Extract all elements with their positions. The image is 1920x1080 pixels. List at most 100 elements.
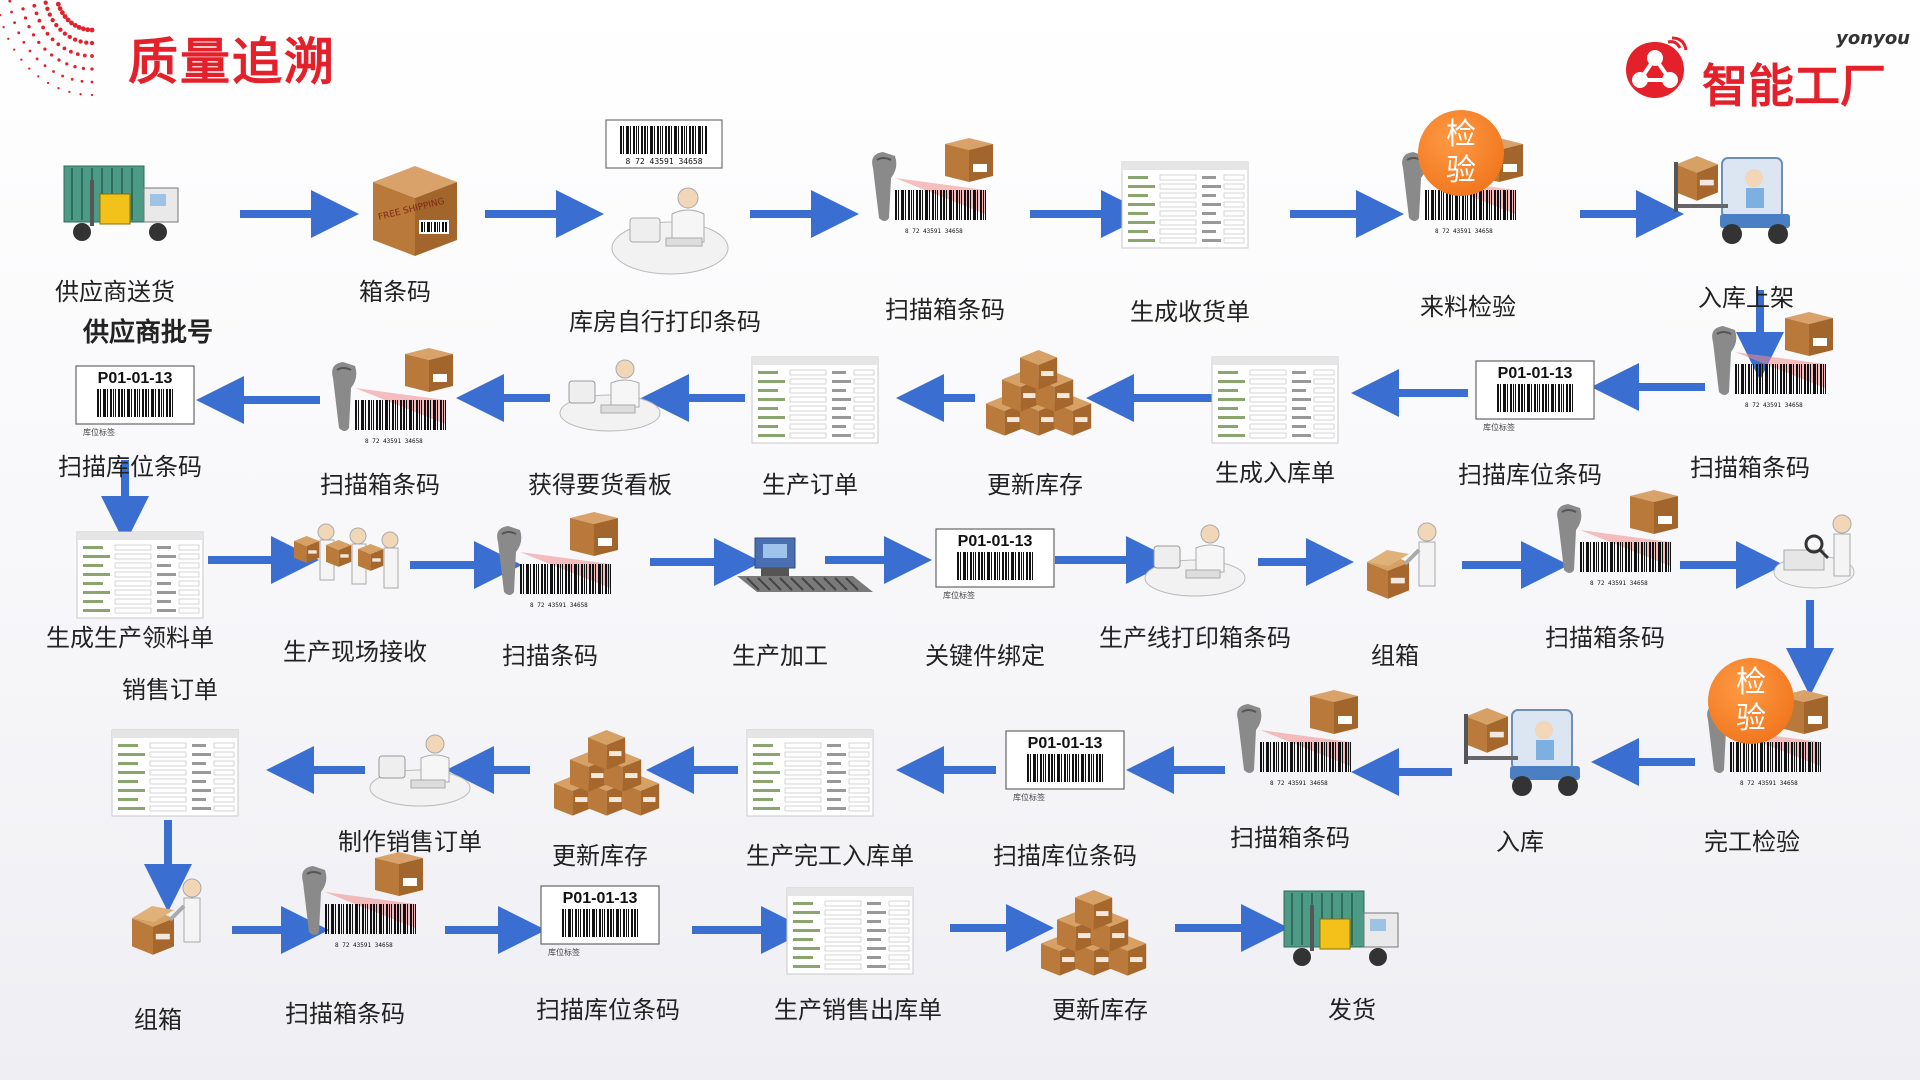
flow-step-label: 扫描箱条码 [1545,624,1665,652]
document-form-icon [745,728,875,822]
flow-step-label: 来料检验 [1420,293,1516,321]
svg-text:8 72 43591 34658: 8 72 43591 34658 [365,438,423,445]
brand-logo: yonyou 智能工厂 [1610,22,1910,113]
flow-step-label: 扫描库位条码 [536,996,680,1024]
flow-step-label: 更新库存 [1052,996,1148,1024]
workstation-icon [1140,520,1250,604]
flow-step-label: 生产加工 [732,642,828,670]
workstation-icon [555,355,665,439]
flow-step-label: 生产线打印箱条码 [1099,624,1291,652]
brand-small-text: yonyou [1836,28,1910,49]
svg-text:8 72 43591 34658: 8 72 43591 34658 [1435,228,1493,235]
inspect-badge: 检验 [1708,658,1794,744]
svg-text:8 72 43591 34658: 8 72 43591 34658 [1590,580,1648,587]
svg-text:库位标签: 库位标签 [83,427,115,437]
scan-box-icon: 8 72 43591 34658 [1230,690,1360,794]
scan-box-icon: 8 72 43591 34658 [1705,312,1835,416]
document-form-icon [1210,355,1340,449]
workstation-icon [365,730,475,814]
svg-text:P01-01-13: P01-01-13 [1028,735,1103,752]
flow-step-label: 扫描库位条码 [993,842,1137,870]
svg-text:8 72 43591 34658: 8 72 43591 34658 [905,228,963,235]
box-stack-icon [1035,890,1155,984]
flow-step-label: 制作销售订单 [338,828,482,856]
document-form-icon [785,886,915,980]
box-stack-icon [980,350,1100,444]
document-form-icon [75,530,205,624]
flow-step-label: 更新库存 [552,842,648,870]
print-barcode-icon: 8 72 43591 34658 [600,118,730,292]
flow-step-label: 组箱 [1371,642,1419,670]
scan-box-icon: 8 72 43591 34658 [295,852,425,956]
scan-box-icon: 8 72 43591 34658 [1550,490,1680,594]
supplier-batch-label: 供应商批号 [82,318,214,348]
location-label-icon: P01-01-13 库位标签 [1475,360,1595,436]
flow-step-label: 扫描库位条码 [1458,461,1602,489]
inspect-badge-char: 验 [1446,153,1476,188]
shipping-box-icon: FREE SHIPPING [365,160,465,264]
forklift-icon [1460,700,1590,804]
flow-step-label: 库房自行打印条码 [569,308,761,336]
inspect-badge-char: 检 [1446,117,1476,152]
flow-step-label: 入库 [1496,828,1544,856]
svg-text:库位标签: 库位标签 [943,590,975,600]
flow-step-label: 入库上架 [1698,284,1794,312]
conveyor-machine-icon [735,532,875,616]
document-form-icon [750,355,880,449]
svg-text:库位标签: 库位标签 [548,947,580,957]
sales-order-label: 销售订单 [122,676,218,704]
packing-worker-icon [130,876,220,970]
flow-step-label: 扫描条码 [502,642,598,670]
svg-text:8 72 43591 34658: 8 72 43591 34658 [1270,780,1328,787]
location-label-icon: P01-01-13 库位标签 [75,365,195,441]
svg-text:库位标签: 库位标签 [1013,792,1045,802]
svg-text:P01-01-13: P01-01-13 [958,533,1033,550]
flow-step-label: 生产现场接收 [283,638,427,666]
svg-text:8 72 43591 34658: 8 72 43591 34658 [1740,780,1798,787]
svg-text:8 72 43591 34658: 8 72 43591 34658 [530,602,588,609]
flow-step-label: 获得要货看板 [528,471,672,499]
flow-step-label: 扫描箱条码 [1230,824,1350,852]
forklift-icon [1670,148,1800,252]
svg-text:8 72 43591 34658: 8 72 43591 34658 [625,157,702,166]
svg-text:8 72 43591 34658: 8 72 43591 34658 [1745,402,1803,409]
flow-step-label: 扫描箱条码 [285,1000,405,1028]
brand-mark-icon [1626,36,1688,98]
flow-step-label: 扫描库位条码 [58,453,202,481]
flow-step-label: 关键件绑定 [925,642,1045,670]
flow-step-label: 生产完工入库单 [746,842,914,870]
flow-step-label: 生成入库单 [1215,459,1335,487]
workers-boxes-icon [290,512,410,616]
inspect-badge-char: 验 [1736,701,1766,736]
scan-box-icon: 8 72 43591 34658 [865,138,995,242]
document-form-icon [1120,160,1250,254]
truck-forklift-icon [60,160,200,254]
svg-text:8 72 43591 34658: 8 72 43591 34658 [335,942,393,949]
flow-step-label: 发货 [1328,996,1376,1024]
flow-step-label: 扫描箱条码 [320,471,440,499]
svg-text:库位标签: 库位标签 [1483,422,1515,432]
svg-text:P01-01-13: P01-01-13 [1498,365,1573,382]
flow-step-label: 生成生产领料单 [46,624,214,652]
svg-text:P01-01-13: P01-01-13 [563,890,638,907]
flow-step-label: 生产订单 [762,471,858,499]
svg-text:P01-01-13: P01-01-13 [98,370,173,387]
scan-box-icon: 8 72 43591 34658 [490,512,620,616]
location-label-icon: P01-01-13 库位标签 [540,885,660,961]
inspect-badge: 检验 [1418,110,1504,196]
flow-step-label: 生产销售出库单 [774,996,942,1024]
flow-step-label: 完工检验 [1704,828,1800,856]
quality-inspector-icon [1770,510,1870,604]
truck-forklift-icon [1280,885,1420,979]
page-title: 质量追溯 [128,33,336,91]
location-label-icon: P01-01-13 库位标签 [935,528,1055,604]
flow-step-label: 组箱 [134,1006,182,1034]
flow-step-label: 供应商送货 [55,278,175,306]
box-stack-icon [548,730,668,824]
location-label-icon: P01-01-13 库位标签 [1005,730,1125,806]
dotted-arc-decoration [0,0,95,97]
flow-step-label: 扫描箱条码 [1690,454,1810,482]
flow-step-label: 更新库存 [987,471,1083,499]
